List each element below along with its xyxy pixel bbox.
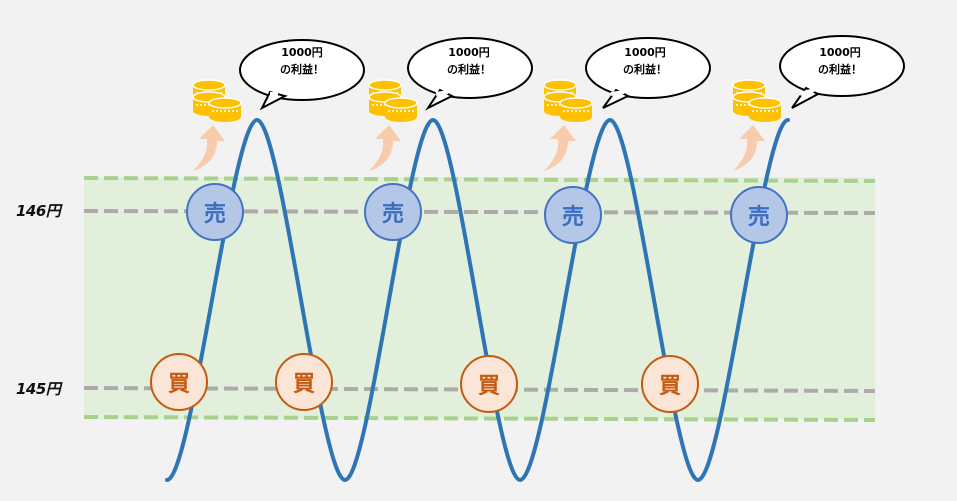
coin-stack-icon — [748, 97, 782, 109]
up-arrow-icon — [193, 125, 225, 171]
profit-amount: 1000円 — [281, 46, 323, 59]
coin-stack-icon — [732, 79, 766, 91]
profit-bubble-text: 1000円 の利益！ — [785, 44, 895, 78]
profit-caption: の利益！ — [280, 63, 324, 76]
profit-caption: の利益！ — [623, 63, 667, 76]
speech-bubble — [779, 35, 905, 97]
coin-stack-icon — [209, 112, 241, 122]
profit-bubble-text: 1000円 の利益！ — [414, 44, 524, 78]
buy-marker: 買 — [460, 355, 518, 413]
buy-marker: 買 — [150, 353, 208, 411]
speech-bubble-joint — [435, 90, 449, 96]
price-curve — [165, 117, 790, 483]
coin-stack-icon — [368, 79, 402, 91]
coin-stack-icon — [192, 79, 226, 91]
speech-bubble — [585, 37, 711, 99]
price-label-145: 145円 — [16, 380, 61, 398]
price-line-145 — [83, 386, 876, 393]
speech-bubble-joint — [799, 88, 815, 96]
coin-stack-icon — [385, 112, 417, 122]
profit-amount: 1000円 — [819, 46, 861, 59]
profit-bubble-text: 1000円 の利益！ — [247, 44, 357, 78]
up-arrow-icon — [544, 125, 576, 171]
profit-bubble-text: 1000円 の利益！ — [590, 44, 700, 78]
profit-amount: 1000円 — [624, 46, 666, 59]
sell-marker: 売 — [186, 183, 244, 241]
coin-stack-icon — [560, 112, 592, 122]
sell-marker: 売 — [730, 186, 788, 244]
buy-marker: 買 — [275, 353, 333, 411]
band-top-border — [83, 176, 876, 183]
coin-stack-icon — [543, 79, 577, 91]
up-arrow-icon — [733, 125, 765, 171]
profit-caption: の利益！ — [447, 63, 491, 76]
profit-caption: の利益！ — [818, 63, 862, 76]
speech-bubble — [239, 39, 365, 101]
coin-stack-icon — [384, 97, 418, 109]
price-label-146: 146円 — [16, 202, 61, 220]
coin-stack-icon — [749, 112, 781, 122]
coin-stack-icon — [559, 97, 593, 109]
up-arrow-icon — [369, 125, 401, 171]
sell-marker: 売 — [544, 186, 602, 244]
buy-marker: 買 — [641, 355, 699, 413]
band-bottom-border — [83, 415, 876, 422]
profit-amount: 1000円 — [448, 46, 490, 59]
sell-marker: 売 — [364, 183, 422, 241]
coin-stack-icon — [208, 97, 242, 109]
speech-bubble-joint — [610, 90, 625, 96]
speech-bubble — [407, 37, 533, 99]
